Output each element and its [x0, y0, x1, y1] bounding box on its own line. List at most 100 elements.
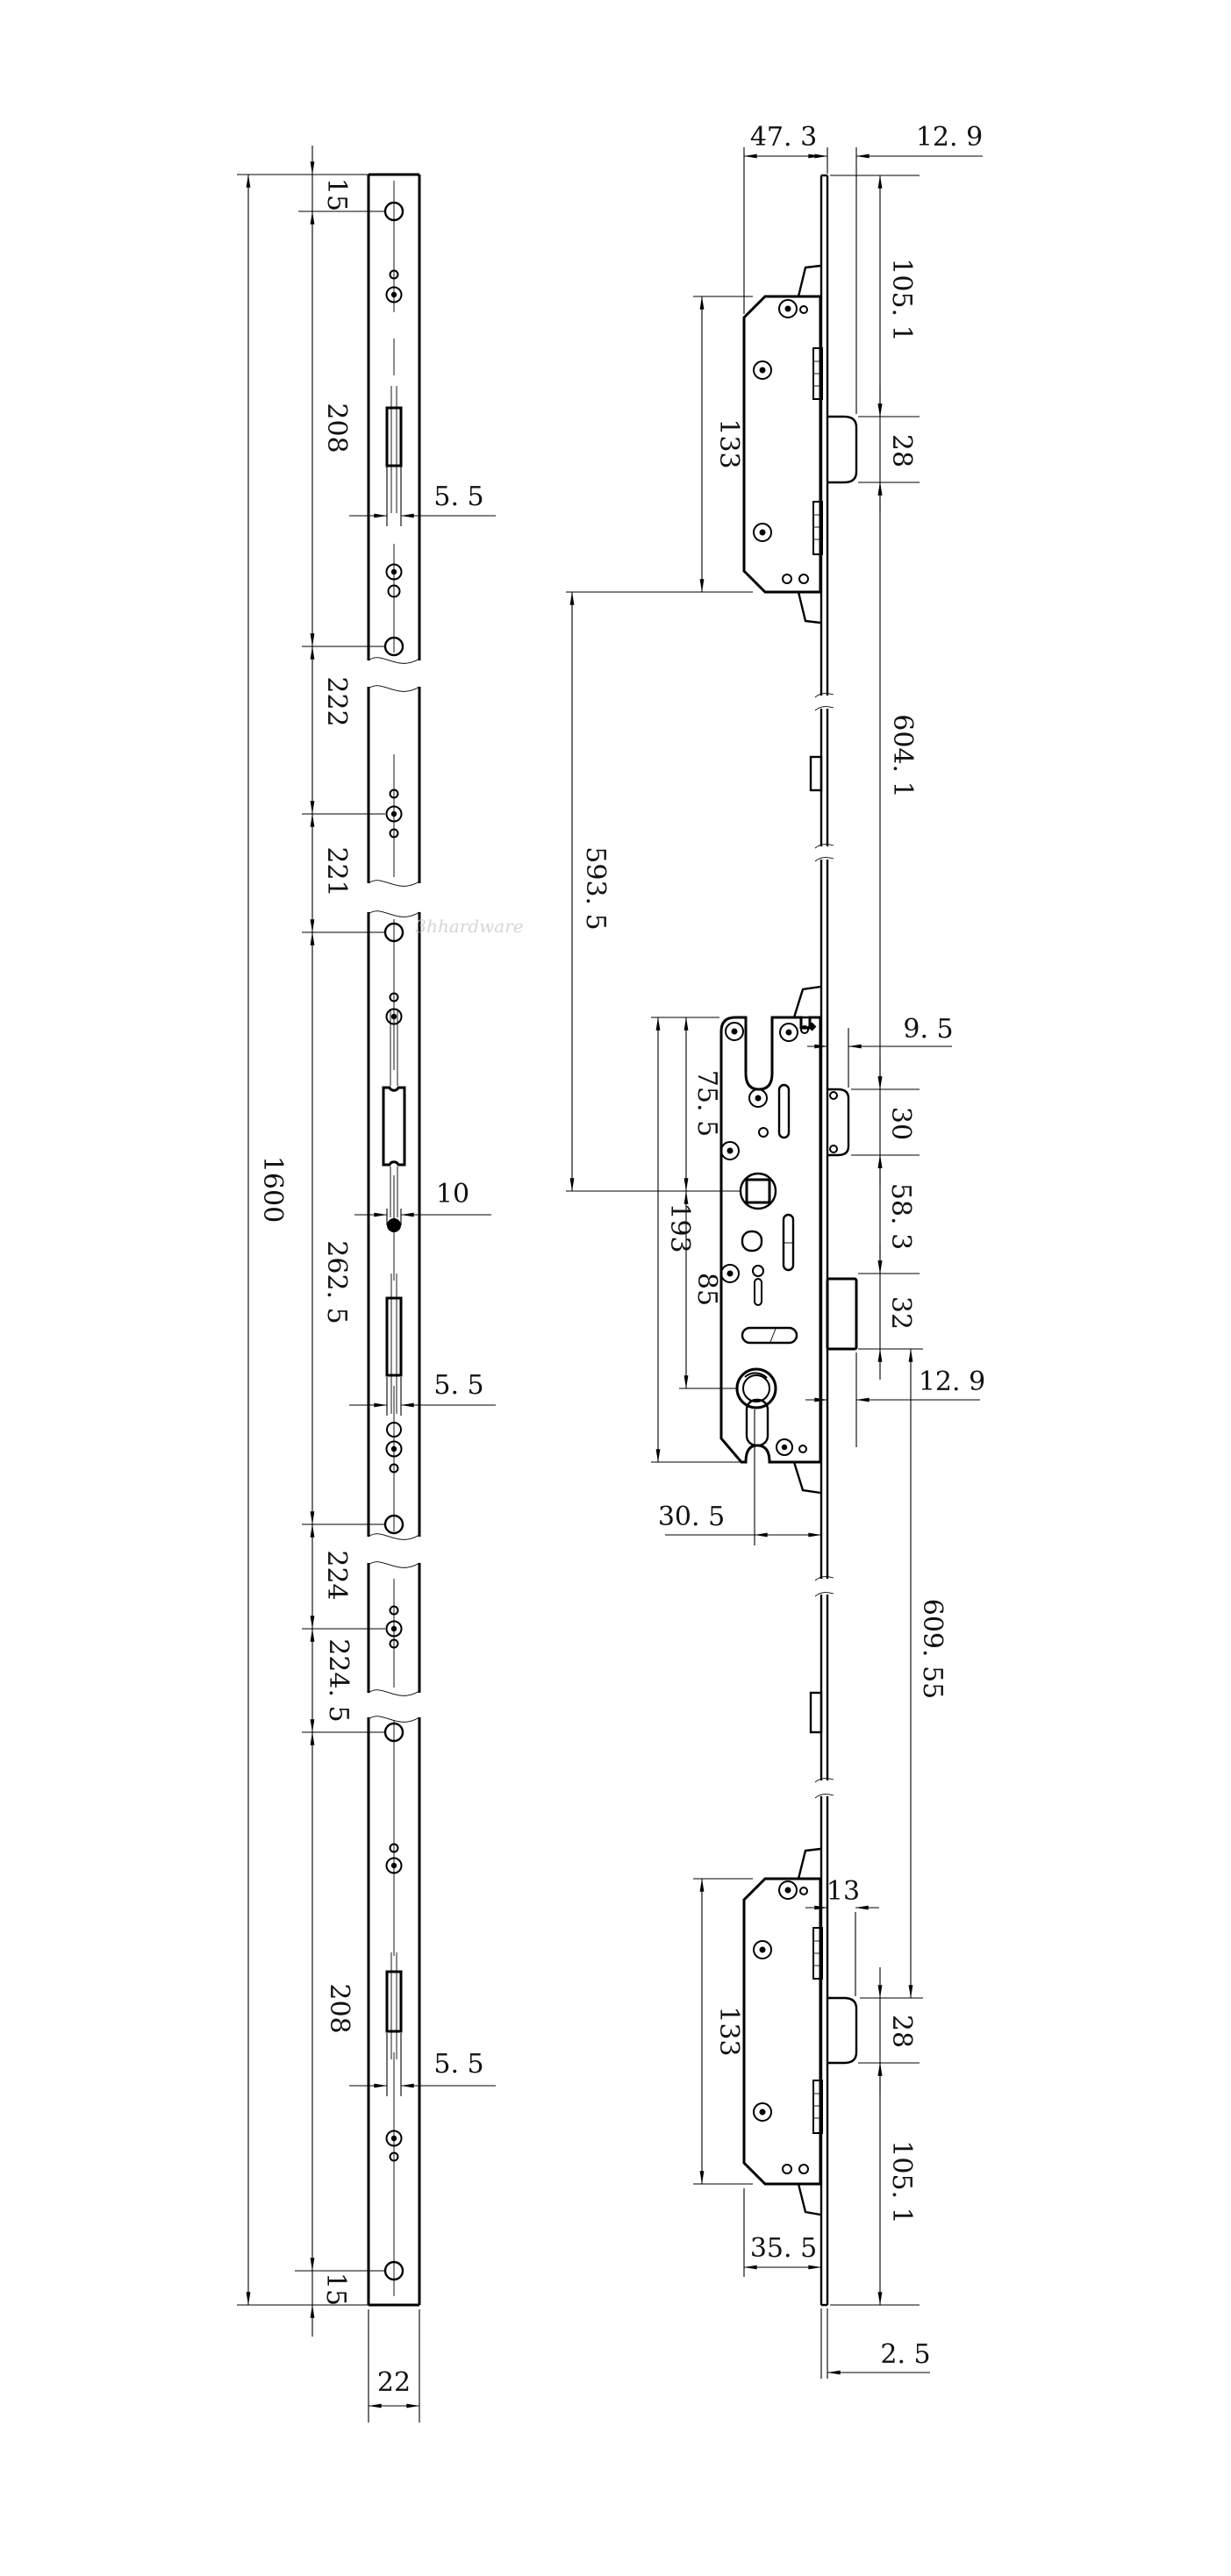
- break-line: [814, 1576, 834, 1581]
- dim-pz-label: 85: [691, 1273, 722, 1306]
- dim-span-upper-label: 604. 1: [887, 714, 918, 797]
- dim-bottom-protrusion-label: 13: [827, 1876, 860, 1907]
- dim-latchpos-bottom-label: 105. 1: [886, 2140, 917, 2223]
- dim-mid-protrusion-label: 9. 5: [903, 1014, 953, 1045]
- top-lock-case: [742, 264, 858, 624]
- pin-detail: [754, 1278, 762, 1306]
- dim-depth-label: 35. 5: [750, 2233, 817, 2264]
- dim-208-top-label: 208: [321, 403, 352, 453]
- break-line: [368, 685, 420, 692]
- cylinder-hole: [735, 1367, 777, 1409]
- case-screw: [753, 2102, 772, 2122]
- case-slot: [777, 1083, 791, 1139]
- dim-span-lower-label: 609. 55: [917, 1599, 948, 1700]
- front-dimensions: 15 208 5. 5 222 221 1600 10 262. 5 5. 5 …: [237, 146, 496, 2423]
- case-screw: [753, 523, 772, 542]
- watermark: 3hhardware: [415, 916, 523, 937]
- dim-protrusion-top-label: 12. 9: [916, 122, 983, 153]
- side-dimensions: 47. 3 12. 9 105. 1 133 28 604. 1 593. 5 …: [566, 122, 985, 2379]
- dim-latch-gap-label: 58. 3: [885, 1183, 916, 1250]
- dim-backset-label: 47. 3: [750, 122, 817, 153]
- break-line: [368, 880, 420, 887]
- break-line: [368, 1716, 420, 1723]
- dim-width-label: 22: [377, 2367, 411, 2398]
- faceplate-slots: [382, 386, 406, 2059]
- dim-case-bottom-label: 133: [713, 2006, 744, 2056]
- break-line: [814, 1794, 834, 1799]
- case-screw: [778, 1880, 798, 1900]
- break-line: [814, 857, 834, 862]
- case-screw: [778, 299, 798, 318]
- plate-keep: [809, 1691, 823, 1734]
- break-line: [368, 1689, 420, 1696]
- faceplate-outline: [367, 173, 421, 2307]
- middle-lock-case: [719, 985, 858, 1495]
- dim-221-label: 221: [321, 846, 352, 896]
- case-screw: [720, 1141, 740, 1160]
- dim-2245-label: 224. 5: [323, 1638, 354, 1722]
- mid-latch-bolt: [827, 1088, 850, 1157]
- case-slot: [782, 1213, 795, 1272]
- dim-262-label: 262. 5: [321, 1240, 352, 1324]
- dim-latch-h-bottom-label: 28: [886, 2015, 917, 2048]
- mounting-holes: [383, 201, 404, 2281]
- break-line: [814, 693, 834, 698]
- faceplate-front-view: 15 208 5. 5 222 221 1600 10 262. 5 5. 5 …: [237, 146, 496, 2423]
- case-ear: [797, 590, 821, 624]
- case-screw: [753, 1940, 772, 1959]
- dim-case-top-label: 133: [713, 418, 744, 468]
- break-line: [814, 1778, 834, 1783]
- case-screw: [776, 1438, 793, 1456]
- dim-end-top-label: 15: [321, 178, 352, 211]
- break-line: [368, 910, 420, 917]
- case-screw: [748, 1088, 768, 1108]
- dim-bolt-protrusion-label: 12. 9: [919, 1366, 985, 1397]
- break-line: [368, 1561, 420, 1568]
- lock-side-view: 47. 3 12. 9 105. 1 133 28 604. 1 593. 5 …: [566, 122, 985, 2379]
- case-ear: [797, 264, 821, 298]
- dim-case-mid-label: 193: [664, 1202, 695, 1252]
- case-screw: [725, 1022, 744, 1041]
- dim-latch-h-top-label: 28: [886, 434, 917, 467]
- case-hatch: [812, 347, 823, 555]
- case-screw: [779, 1023, 798, 1042]
- faceplate-side: [809, 174, 834, 2307]
- break-line: [368, 1533, 420, 1540]
- case-screw: [753, 360, 772, 380]
- dim-cyl-backset-label: 30. 5: [658, 1502, 725, 1532]
- case-ear: [797, 1847, 821, 1880]
- dim-overall-label: 1600: [257, 1156, 288, 1223]
- keyhole: [745, 1398, 769, 1447]
- dim-slot-width-label: 5. 5: [433, 482, 483, 512]
- case-slot: [741, 1230, 763, 1252]
- case-hatch: [812, 1927, 823, 2134]
- dim-latchpos-top-label: 105. 1: [886, 258, 917, 341]
- case-ear: [797, 2182, 821, 2216]
- dim-224-label: 224: [321, 1550, 352, 1600]
- top-latch-bolt: [827, 415, 858, 484]
- latch-slot: [382, 1086, 406, 1167]
- dim-hole-dia-label: 10: [436, 1179, 469, 1210]
- dim-slot-width-label: 5. 5: [433, 1370, 483, 1401]
- deadbolt: [826, 1277, 858, 1351]
- hole-dia-10: [387, 1218, 401, 1232]
- dim-slot-width-label: 5. 5: [433, 2049, 483, 2080]
- bottom-latch-bolt: [827, 1996, 858, 2065]
- dim-end-bottom-label: 15: [320, 2273, 351, 2306]
- dim-222-label: 222: [321, 676, 352, 726]
- break-line: [368, 657, 420, 664]
- dim-follower-label: 75. 5: [691, 1070, 722, 1137]
- dim-plate-thickness-label: 2. 5: [880, 2339, 930, 2370]
- case-slot: [741, 1326, 798, 1345]
- dim-mid-latch-h-label: 30: [885, 1107, 916, 1140]
- case-ear: [792, 985, 821, 1019]
- break-line: [814, 1592, 834, 1597]
- dim-span-upper-left-label: 593. 5: [580, 846, 611, 930]
- case-screw: [720, 1264, 740, 1283]
- plate-keep: [809, 755, 823, 792]
- dim-208-bottom-label: 208: [324, 1983, 354, 2033]
- case-ear: [792, 1460, 821, 1495]
- dim-bolt-h-label: 32: [885, 1296, 916, 1330]
